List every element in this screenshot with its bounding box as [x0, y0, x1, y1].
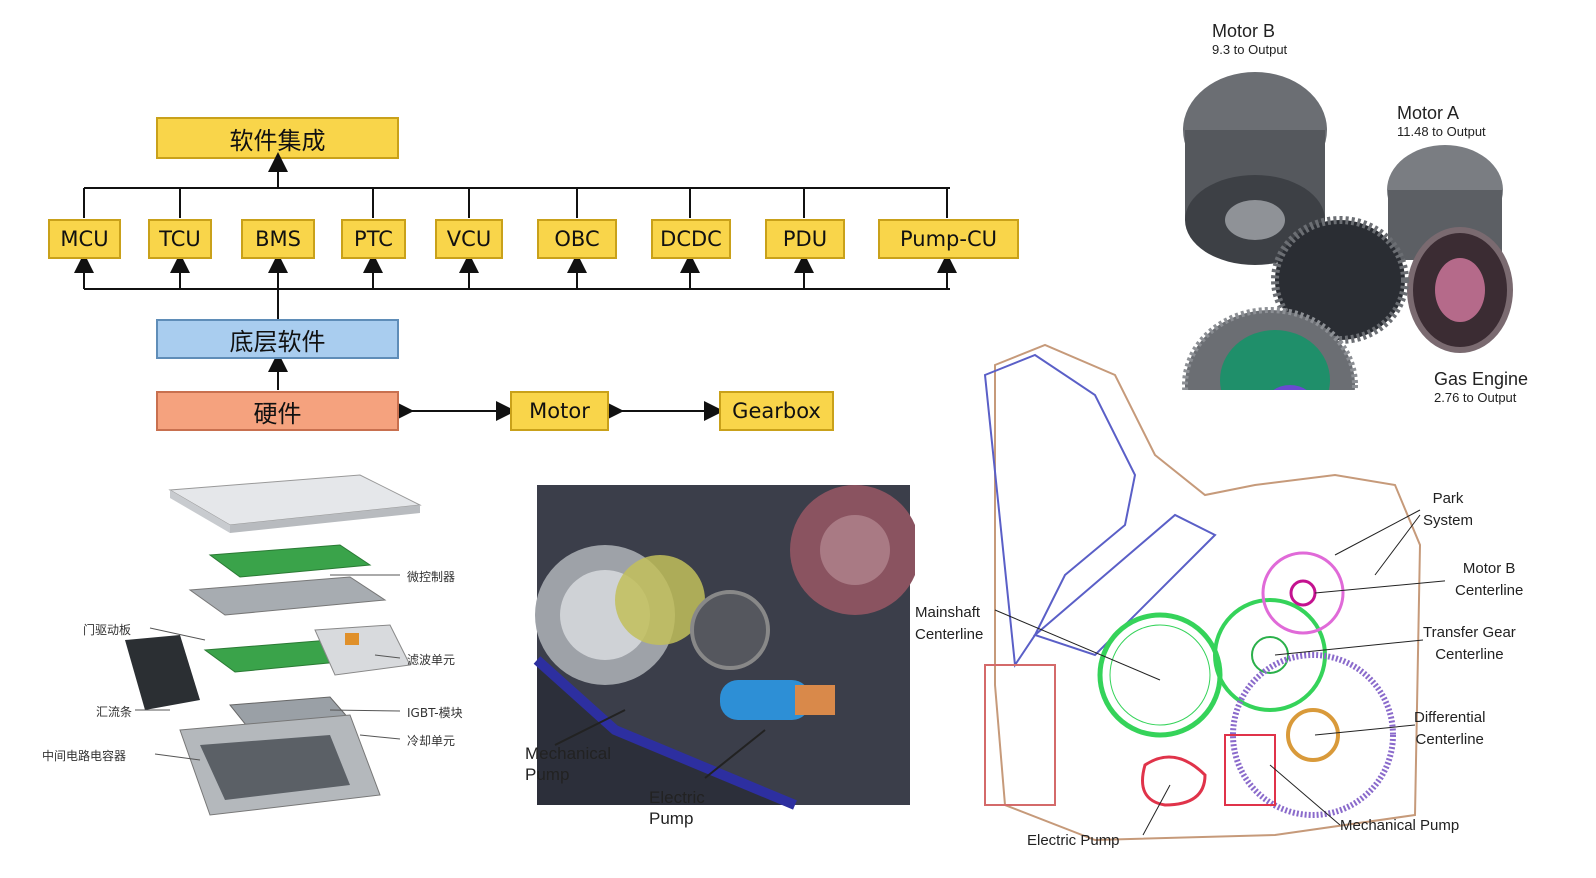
label-differential-centerline: Differential Centerline: [1414, 709, 1486, 748]
label-electric-pump-section: Electric Pump: [1027, 832, 1120, 849]
controller-pump-cu: Pump-CU: [878, 219, 1019, 259]
label-filter-unit: 滤波单元: [407, 653, 456, 667]
connector-arrows: [74, 152, 957, 421]
top-bus-line: [84, 187, 950, 189]
label-electric-pump: Electric Pump: [649, 788, 705, 828]
label-igbt: IGBT-模块: [407, 706, 463, 720]
controller-mcu: MCU: [48, 219, 121, 259]
gearbox-box: Gearbox: [719, 391, 834, 431]
label-mainshaft-centerline: Mainshaft Centerline: [915, 604, 984, 643]
label-cooling: 冷却单元: [407, 734, 456, 748]
spine-line-lower: [277, 289, 279, 319]
label-motor-b: Motor B 9.3 to Output: [1212, 21, 1288, 57]
label-motor-a: Motor A 11.48 to Output: [1397, 103, 1486, 139]
label-busbar: 汇流条: [96, 705, 133, 719]
controller-bms: BMS: [241, 219, 315, 259]
motor-box: Motor: [510, 391, 609, 431]
controller-pdu: PDU: [765, 219, 845, 259]
label-transfer-gear-centerline: Transfer Gear Centerline: [1423, 624, 1516, 663]
label-mechanical-pump-section: Mechanical Pump: [1340, 817, 1460, 834]
motor-gearset-illustration: [1182, 72, 1513, 390]
bottom-bus-line: [84, 288, 950, 290]
label-capacitor: 中间电路电容器: [42, 749, 127, 763]
label-motor-b-centerline: Motor B Centerline: [1455, 560, 1524, 599]
exploded-inverter-illustration: [125, 474, 422, 816]
pump-cutaway-illustration: [533, 485, 915, 810]
label-gas-engine: Gas Engine 2.76 to Output: [1434, 369, 1529, 405]
base-software-box: 底层软件: [156, 319, 399, 359]
label-park-system: Park System: [1423, 490, 1474, 529]
controller-dcdc: DCDC: [651, 219, 731, 259]
controller-ptc: PTC: [341, 219, 406, 259]
controller-vcu: VCU: [435, 219, 503, 259]
controller-tcu: TCU: [148, 219, 212, 259]
hardware-box: 硬件: [156, 391, 399, 431]
label-mechanical-pump: Mechanical Pump: [525, 744, 611, 784]
controller-obc: OBC: [537, 219, 617, 259]
label-gate-board: 门驱动板: [83, 623, 132, 637]
transmission-section-drawing: [983, 343, 1445, 842]
label-mcu-board: 微控制器: [407, 570, 456, 584]
